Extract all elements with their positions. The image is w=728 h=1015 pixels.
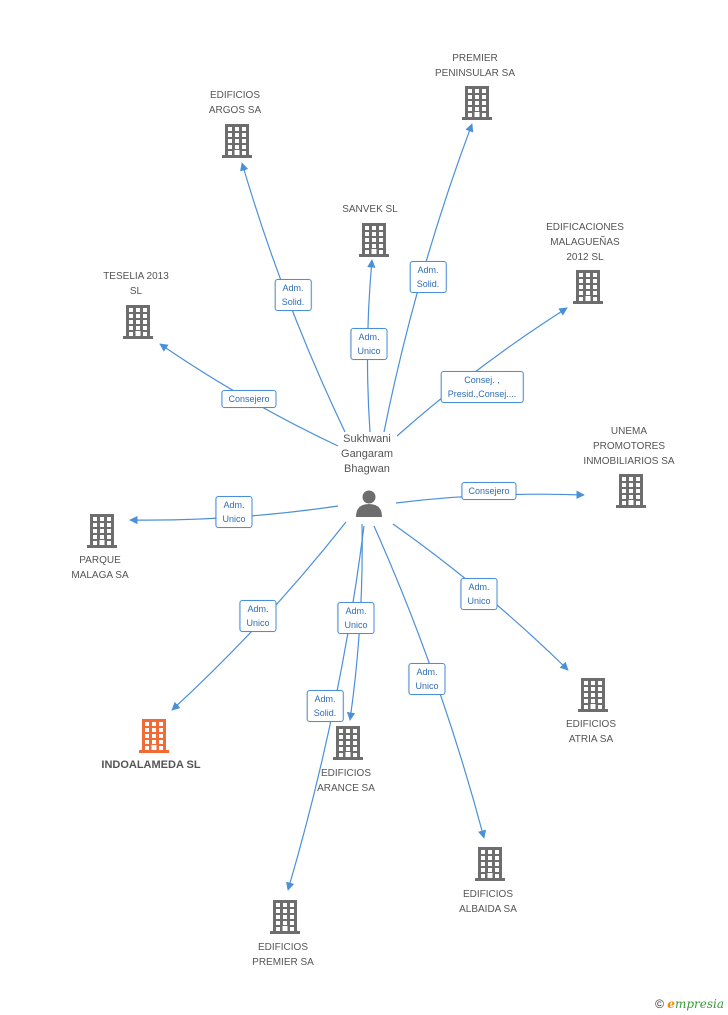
company-name-edificios-albaida[interactable]: EDIFICIOS ALBAIDA SA xyxy=(459,889,517,915)
building-icon-edificaciones-malaguenas[interactable] xyxy=(573,270,603,304)
building-icon-edificios-arance[interactable] xyxy=(333,726,363,760)
building-icon-unema[interactable] xyxy=(616,474,646,508)
building-icon-premier-peninsular[interactable] xyxy=(462,86,492,120)
company-name-edificaciones-malaguenas[interactable]: EDIFICACIONES MALAGUEÑAS 2012 SL xyxy=(546,222,624,263)
company-name-teselia[interactable]: TESELIA 2013 SL xyxy=(103,271,169,297)
edge-label-indoalameda[interactable]: Adm. Unico xyxy=(239,600,277,632)
building-icon-edificios-premier[interactable] xyxy=(270,900,300,934)
building-icon-parque-malaga[interactable] xyxy=(87,514,117,548)
edge-label-edificios-albaida[interactable]: Adm. Unico xyxy=(408,663,446,695)
edge-label-parque-malaga[interactable]: Adm. Unico xyxy=(215,496,253,528)
edge-label-edificios-arance[interactable]: Adm. Unico xyxy=(337,602,375,634)
edge-label-edificios-premier[interactable]: Adm. Solid. xyxy=(306,690,344,722)
building-icon-teselia[interactable] xyxy=(123,305,153,339)
edge-label-premier-peninsular[interactable]: Adm. Solid. xyxy=(409,261,447,293)
company-name-edificios-premier[interactable]: EDIFICIOS PREMIER SA xyxy=(252,942,314,968)
edge-label-edificios-atria[interactable]: Adm. Unico xyxy=(460,578,498,610)
company-name-premier-peninsular[interactable]: PREMIER PENINSULAR SA xyxy=(434,53,516,79)
building-icon-edificios-albaida[interactable] xyxy=(475,847,505,881)
person-name[interactable]: Sukhwani Gangaram Bhagwan xyxy=(341,433,393,475)
building-icon-edificios-argos[interactable] xyxy=(222,124,252,158)
empresia-watermark: © empresia xyxy=(655,997,724,1011)
person-icon[interactable] xyxy=(356,490,382,518)
company-name-edificios-atria[interactable]: EDIFICIOS ATRIA SA xyxy=(565,719,617,745)
company-name-sanvek[interactable]: SANVEK SL xyxy=(342,204,398,215)
edge-edificaciones-malaguenas xyxy=(396,307,568,437)
building-icon-indoalameda[interactable] xyxy=(139,719,169,753)
edge-label-unema[interactable]: Consejero xyxy=(461,482,517,500)
edge-label-sanvek[interactable]: Adm. Unico xyxy=(350,328,388,360)
company-name-parque-malaga[interactable]: PARQUE MALAGA SA xyxy=(71,555,129,581)
building-icon-sanvek[interactable] xyxy=(359,223,389,257)
company-name-edificios-arance[interactable]: EDIFICIOS ARANCE SA xyxy=(317,768,375,794)
edge-label-edificaciones-malaguenas[interactable]: Consej. , Presid.,Consej.... xyxy=(440,371,524,403)
brand-logo: empresia xyxy=(667,997,724,1011)
company-name-edificios-argos[interactable]: EDIFICIOS ARGOS SA xyxy=(208,90,262,116)
building-icon-edificios-atria[interactable] xyxy=(578,678,608,712)
company-name-unema[interactable]: UNEMA PROMOTORES INMOBILIARIOS SA xyxy=(583,426,675,467)
copyright-symbol: © xyxy=(655,997,664,1011)
edge-label-teselia[interactable]: Consejero xyxy=(221,390,277,408)
edge-label-edificios-argos[interactable]: Adm. Solid. xyxy=(274,279,312,311)
company-name-indoalameda[interactable]: INDOALAMEDA SL xyxy=(101,759,201,771)
